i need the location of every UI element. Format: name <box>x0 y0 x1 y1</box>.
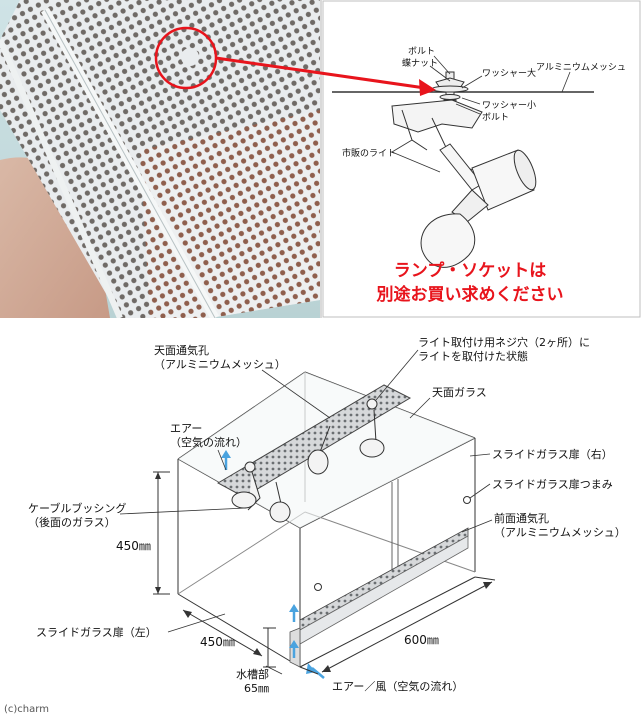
knob-left <box>314 583 322 591</box>
label-bolt-top: ボルト <box>408 46 435 57</box>
front-vent-rail <box>299 527 469 631</box>
label-water-2: 65㎜ <box>244 682 269 695</box>
label-front-vent-2: （アルミニウムメッシュ） <box>494 526 626 539</box>
label-front-vent-1: 前面通気孔 <box>494 511 549 525</box>
airflow-arrows <box>221 450 325 679</box>
label-slide-right: スライドガラス扉（右） <box>492 447 613 461</box>
notice-line-2: 別途お買い求めください <box>376 284 564 305</box>
label-wing-nut: 蝶ナット <box>402 57 438 69</box>
label-water-1: 水槽部 <box>236 667 269 681</box>
label-height-dim: 450㎜ <box>116 539 151 553</box>
lamp-bulb <box>420 213 476 268</box>
top-vent-mesh <box>216 384 412 498</box>
label-slide-knob: スライドガラス扉つまみ <box>492 478 613 491</box>
copyright-credit: (c)charm <box>4 704 49 715</box>
label-washer-large: ワッシャー大 <box>482 67 536 79</box>
label-slide-left: スライドガラス扉（左） <box>36 626 157 639</box>
label-depth-dim: 450㎜ <box>200 635 235 649</box>
label-top-glass: 天面ガラス <box>432 386 487 399</box>
knob-right <box>463 496 471 504</box>
label-air-wind: エアー／風（空気の流れ） <box>332 679 463 693</box>
label-light-screw-1: ライト取付け用ネジ穴（2ヶ所）に <box>418 335 590 349</box>
label-width-dim: 600㎜ <box>404 633 439 647</box>
cage-diagram: 天面通気孔 （アルミニウムメッシュ） ライト取付け用ネジ穴（2ヶ所）に ライトを… <box>0 322 641 720</box>
mount-detail-drawing: ボルト 蝶ナット ワッシャー大 アルミニウムメッシュ ワッシャー小 ボルト 市販… <box>322 0 641 318</box>
label-aluminum-mesh: アルミニウムメッシュ <box>536 62 626 73</box>
label-air-1: エアー <box>170 422 202 435</box>
label-commercial-light: 市販のライト <box>342 147 396 159</box>
hanging-lights <box>231 398 385 523</box>
label-light-screw-2: ライトを取付けた状態 <box>418 349 528 363</box>
label-top-vent-2: （アルミニウムメッシュ） <box>154 358 286 371</box>
clamp-shape <box>391 99 483 133</box>
notice-line-1: ランプ・ソケットは <box>394 260 547 281</box>
label-cable-1: ケーブルブッシング <box>28 501 126 515</box>
label-washer-small: ワッシャー小 <box>482 100 536 111</box>
mesh-photo <box>0 0 320 318</box>
label-top-vent-1: 天面通気孔 <box>154 343 209 357</box>
panel-divider <box>320 0 322 318</box>
label-cable-2: （後面のガラス） <box>28 515 116 529</box>
label-bolt-bottom: ボルト <box>482 112 509 123</box>
label-air-2: （空気の流れ） <box>170 435 247 449</box>
bolt-hole-spot <box>181 48 199 66</box>
